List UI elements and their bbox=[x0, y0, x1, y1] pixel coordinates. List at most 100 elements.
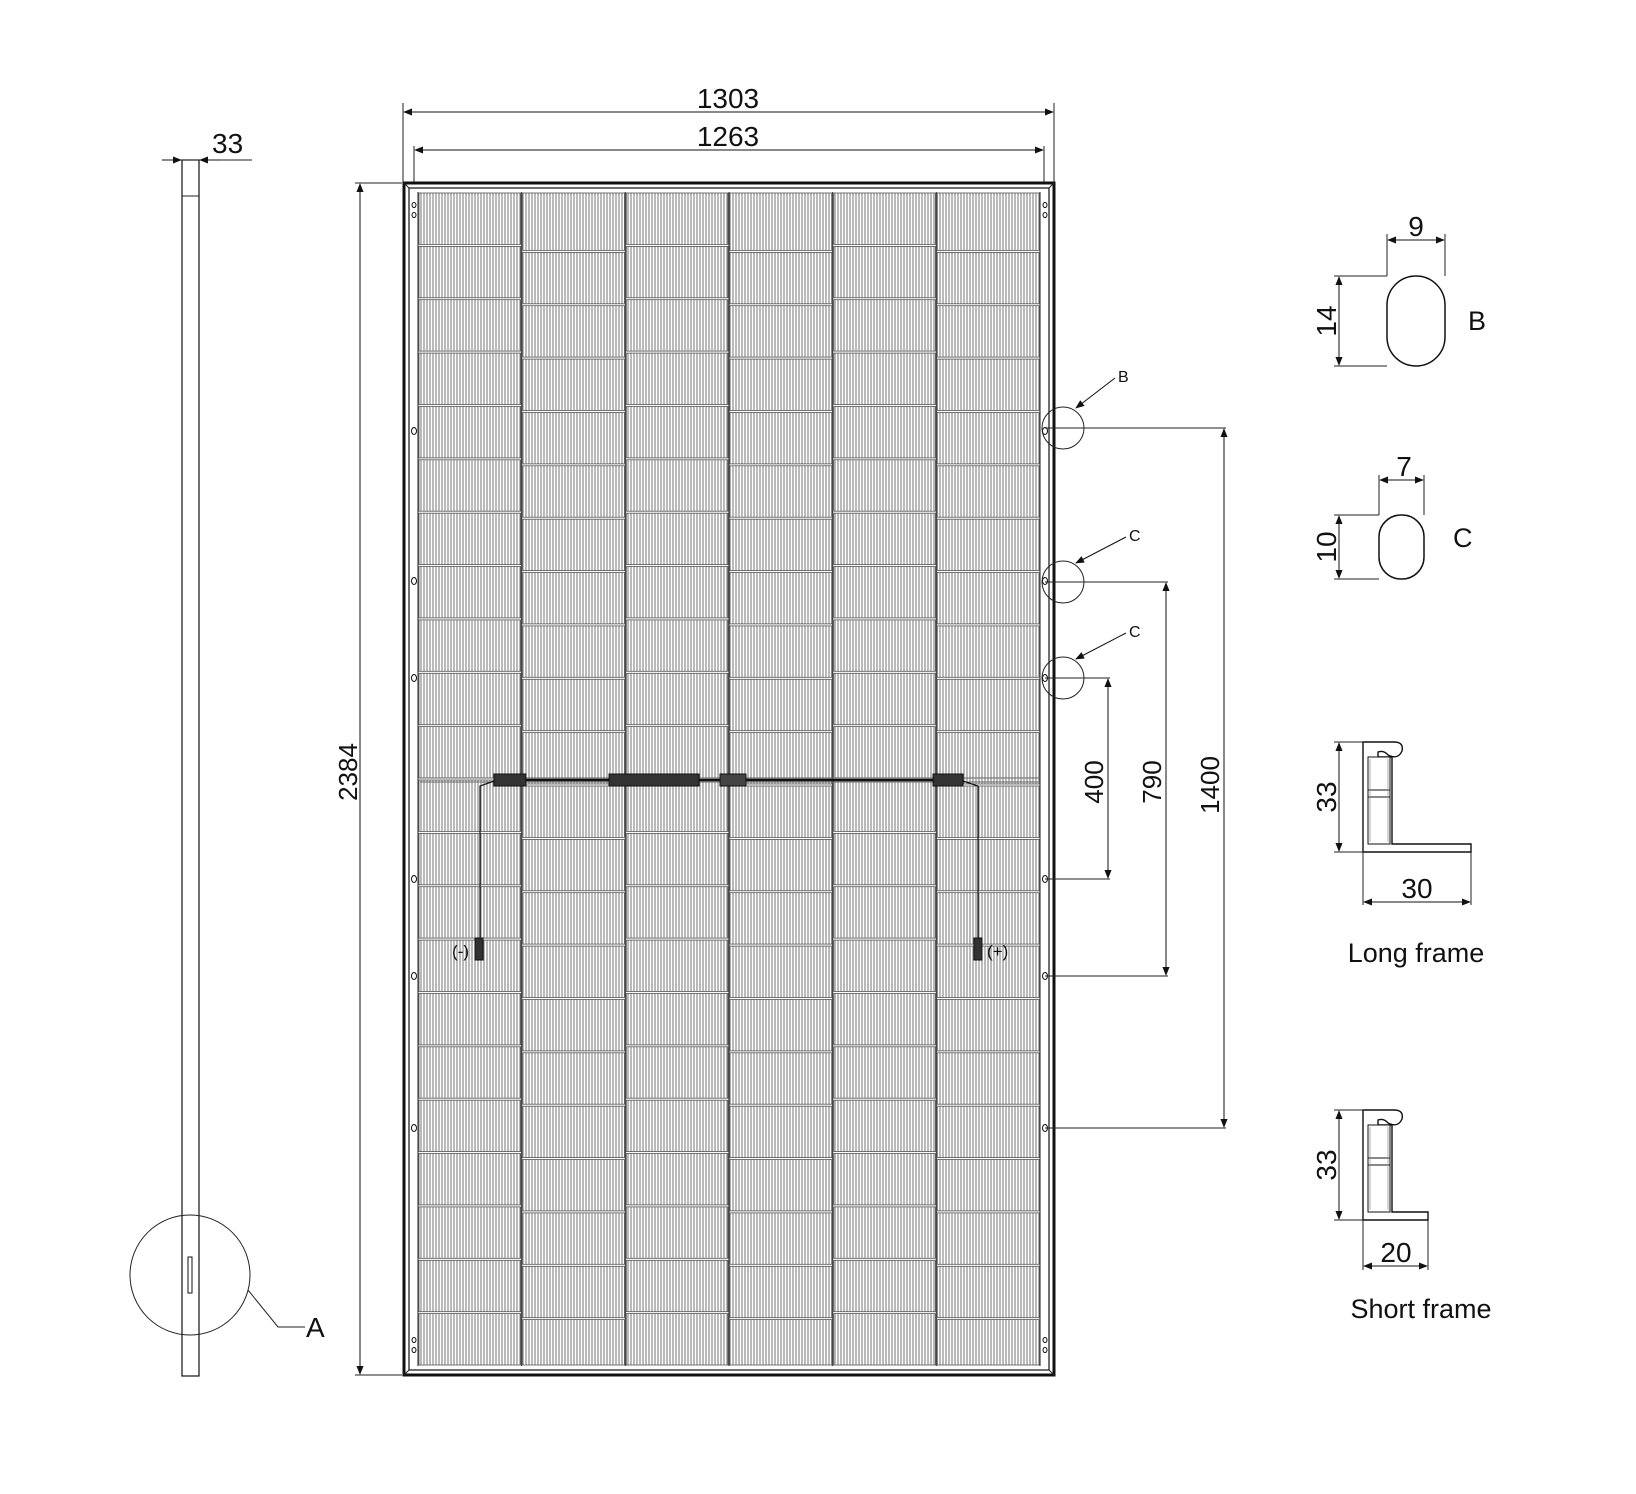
callout-c2: C bbox=[1129, 624, 1141, 641]
solar-cell bbox=[936, 1052, 1040, 1105]
detail-b-width: 9 bbox=[1408, 211, 1424, 242]
hole-400-dim: 400 bbox=[1079, 760, 1109, 803]
solar-cell bbox=[522, 1319, 625, 1366]
left-frame-holes bbox=[411, 202, 417, 1353]
solar-cell bbox=[729, 839, 833, 892]
solar-cell bbox=[936, 1265, 1040, 1319]
long-frame-height: 33 bbox=[1311, 781, 1342, 812]
solar-cell bbox=[936, 572, 1040, 625]
solar-cell bbox=[936, 412, 1040, 465]
solar-cell bbox=[522, 892, 625, 945]
solar-cell bbox=[522, 518, 625, 572]
negative-label: (-) bbox=[452, 942, 469, 961]
detail-b-label: B bbox=[1468, 306, 1486, 336]
solar-cell bbox=[833, 1313, 936, 1366]
solar-cell bbox=[729, 465, 833, 518]
solar-cell bbox=[625, 352, 729, 405]
solar-cell bbox=[522, 1265, 625, 1319]
solar-cell bbox=[418, 619, 522, 672]
solar-cell bbox=[625, 993, 729, 1046]
short-frame-section: 33 20 Short frame bbox=[1311, 1109, 1492, 1324]
junction-boxes-and-cables: (-) (+) bbox=[420, 773, 1040, 961]
solar-cell bbox=[418, 886, 522, 939]
solar-cell bbox=[729, 1159, 833, 1212]
short-frame-width: 20 bbox=[1380, 1237, 1411, 1268]
solar-cell bbox=[625, 619, 729, 672]
callout-b: B bbox=[1118, 369, 1129, 386]
solar-cell bbox=[833, 993, 936, 1046]
solar-cell bbox=[729, 945, 833, 998]
solar-cell bbox=[729, 1052, 833, 1105]
solar-cell bbox=[729, 1319, 833, 1366]
solar-cell bbox=[418, 192, 522, 245]
solar-cell bbox=[729, 999, 833, 1052]
side-profile bbox=[181, 159, 200, 1377]
solar-cell bbox=[833, 192, 936, 245]
solar-cell bbox=[833, 1046, 936, 1099]
solar-cell bbox=[833, 672, 936, 726]
solar-cell bbox=[833, 1206, 936, 1259]
solar-cell bbox=[936, 839, 1040, 892]
solar-cell bbox=[522, 999, 625, 1052]
solar-cell bbox=[625, 726, 729, 779]
solar-cell bbox=[936, 251, 1040, 305]
thickness-dim: 33 bbox=[212, 128, 243, 159]
junction-box-right bbox=[932, 773, 964, 787]
detail-b: 9 14 B bbox=[1311, 211, 1486, 367]
detail-c-label: C bbox=[1453, 523, 1473, 553]
solar-cell bbox=[522, 839, 625, 892]
solar-cell bbox=[625, 566, 729, 619]
solar-cell bbox=[833, 779, 936, 832]
solar-cell bbox=[729, 572, 833, 625]
solar-cell bbox=[729, 625, 833, 678]
solar-cell bbox=[418, 726, 522, 779]
hole-1400-dim: 1400 bbox=[1195, 756, 1225, 814]
solar-cell bbox=[833, 352, 936, 405]
solar-cell bbox=[936, 1105, 1040, 1158]
solar-cell bbox=[625, 886, 729, 939]
long-frame-width: 30 bbox=[1401, 873, 1432, 904]
solar-cell bbox=[729, 192, 833, 251]
solar-cell bbox=[729, 358, 833, 411]
solar-cell bbox=[936, 945, 1040, 998]
slot-c-shape bbox=[1378, 514, 1425, 580]
solar-cell bbox=[936, 1212, 1040, 1265]
solar-cell bbox=[729, 892, 833, 945]
short-frame-label: Short frame bbox=[1350, 1294, 1491, 1324]
junction-box-mid bbox=[719, 773, 747, 787]
solar-cell bbox=[936, 1159, 1040, 1212]
solar-cell bbox=[833, 566, 936, 619]
solar-cell bbox=[418, 1046, 522, 1099]
solar-cell bbox=[418, 566, 522, 619]
long-frame-section: 33 30 Long frame bbox=[1311, 741, 1484, 968]
detail-a-circle bbox=[129, 1214, 251, 1336]
solar-cell bbox=[833, 299, 936, 352]
solar-cell bbox=[418, 672, 522, 726]
solar-cell bbox=[833, 512, 936, 566]
solar-cell bbox=[418, 1259, 522, 1313]
solar-cell bbox=[418, 939, 522, 992]
solar-cell bbox=[729, 678, 833, 732]
panel-frame-inner bbox=[408, 187, 1050, 1371]
solar-cell bbox=[625, 672, 729, 726]
solar-cell bbox=[729, 305, 833, 358]
detail-c: 7 10 C bbox=[1311, 451, 1473, 580]
solar-cell bbox=[936, 625, 1040, 678]
solar-cell bbox=[522, 678, 625, 732]
solar-cell bbox=[418, 1099, 522, 1152]
solar-cell bbox=[418, 245, 522, 299]
solar-cell bbox=[833, 726, 936, 779]
solar-cell bbox=[729, 732, 833, 785]
solar-cell bbox=[418, 459, 522, 512]
solar-cell bbox=[936, 892, 1040, 945]
solar-cell bbox=[418, 833, 522, 886]
solar-cell bbox=[625, 1259, 729, 1313]
solar-cell bbox=[522, 1159, 625, 1212]
solar-cell bbox=[522, 785, 625, 838]
solar-cell bbox=[418, 993, 522, 1046]
solar-cell bbox=[522, 1105, 625, 1158]
solar-cell bbox=[522, 192, 625, 251]
cell-grid bbox=[417, 192, 1041, 1366]
solar-cell bbox=[625, 406, 729, 459]
solar-cell bbox=[522, 732, 625, 785]
